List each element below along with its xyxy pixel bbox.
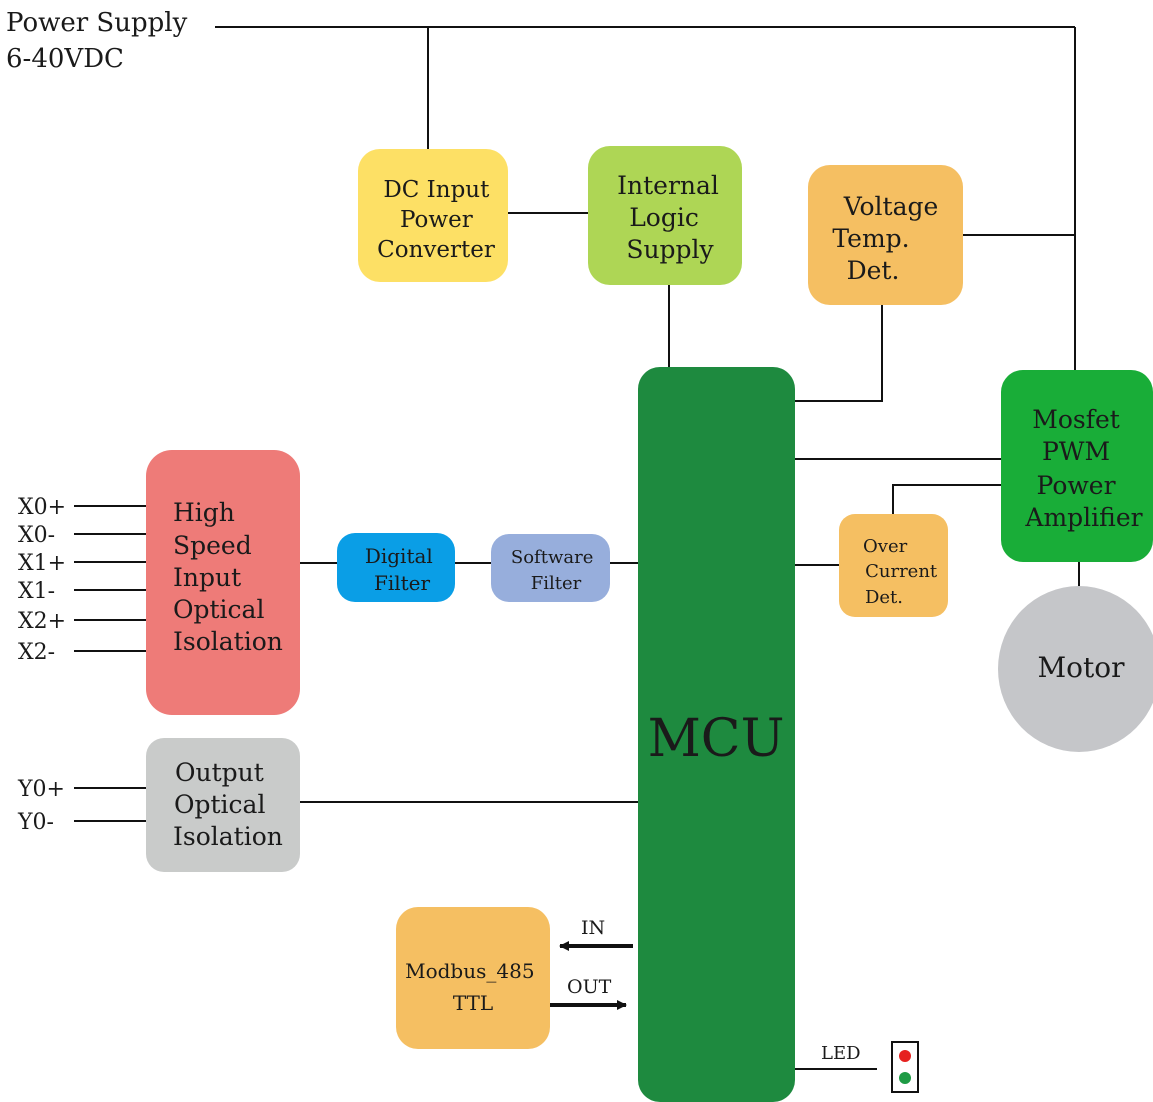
software-filter-label-1: Software: [511, 547, 593, 568]
voltage-temp-label-2: Temp.: [832, 224, 909, 253]
internal-logic-label-2: Logic: [629, 203, 699, 232]
input-pin-label: X0+: [18, 495, 66, 520]
high-speed-label-5: Isolation: [173, 627, 283, 656]
mosfet-label-2: PWM: [1042, 437, 1110, 466]
modbus-arrows: [549, 941, 633, 1010]
svg-text:Modbus_485 TTL: Modbus_485 TTL: [405, 959, 541, 1015]
voltage-temp-to-mcu-line: [795, 305, 883, 402]
internal-logic-label-1: Internal: [617, 171, 719, 200]
output-pin-label: Y0+: [17, 777, 65, 802]
svg-text:Output Optical Iso: Output Optical Isolation: [173, 758, 283, 851]
mosfet-to-over-current-line: [892, 484, 1001, 514]
over-current-label-2: Current: [865, 561, 938, 582]
svg-text:Over Current Det.: Over Current Det.: [863, 536, 943, 608]
input-pin-label: X2+: [18, 609, 66, 634]
led-indicator: LED: [821, 1041, 919, 1093]
input-pin-label: X1+: [18, 551, 66, 576]
output-isolation-box: [146, 738, 300, 872]
led-housing: [891, 1041, 919, 1093]
modbus-box: [396, 907, 550, 1049]
block-mosfet: Mosfet PWM Power Amplifier: [1001, 370, 1153, 562]
input-pin-labels: X0+ X0- X1+ X1- X2+ X2-: [18, 495, 66, 665]
connection-lines: [74, 26, 1080, 1070]
digital-filter-label-2: Filter: [374, 571, 431, 595]
dc-input-box: [358, 149, 508, 282]
block-software-filter: Software Filter: [491, 534, 610, 602]
high-speed-box: [146, 450, 300, 715]
mosfet-box: [1001, 370, 1153, 562]
digital-filter-label-1: Digital: [365, 544, 433, 568]
voltage-temp-label-3: Det.: [847, 256, 900, 285]
dc-input-label-2: Power: [400, 207, 473, 233]
dc-input-label-1: DC Input: [383, 177, 490, 203]
mcu-label: MCU: [648, 709, 785, 769]
internal-logic-box: [588, 146, 742, 285]
svg-text:Software Filter: Software Filter: [511, 547, 599, 594]
mosfet-label-4: Amplifier: [1024, 503, 1142, 532]
svg-text:High Speed Input: High Speed Input Optical Isolation: [173, 498, 283, 656]
svg-text:Digital Filter: Digital Filter: [365, 544, 439, 595]
led-red-light: [899, 1050, 911, 1062]
software-filter-label-2: Filter: [531, 573, 582, 594]
svg-text:DC Input Power Con: DC Input Power Converter: [377, 177, 497, 263]
block-over-current: Over Current Det.: [839, 514, 948, 617]
input-pin-label: X1-: [18, 579, 55, 604]
led-green-light: [899, 1072, 911, 1084]
svg-text:Mosfet PWM Power: Mosfet PWM Power Amplifier: [1024, 405, 1142, 532]
digital-filter-box: [337, 533, 455, 602]
voltage-temp-label-1: Voltage: [843, 192, 939, 221]
in-label: IN: [581, 917, 605, 939]
block-digital-filter: Digital Filter: [337, 533, 455, 602]
high-speed-label-1: High: [173, 498, 235, 527]
high-speed-label-2: Speed: [173, 531, 252, 560]
power-voltage-label: 6-40VDC: [6, 44, 124, 74]
block-voltage-temp: Voltage Temp. Det.: [808, 165, 963, 305]
block-high-speed: High Speed Input Optical Isolation: [146, 450, 300, 715]
internal-logic-label-3: Supply: [626, 235, 714, 264]
voltage-temp-box: [808, 165, 963, 305]
out-label: OUT: [567, 976, 612, 998]
block-mcu: MCU: [638, 367, 795, 1102]
output-pin-labels: Y0+ Y0-: [17, 777, 65, 835]
power-supply-label: Power Supply: [6, 8, 188, 38]
mcu-box: [638, 367, 795, 1102]
software-filter-box: [491, 534, 610, 602]
over-current-label-1: Over: [863, 536, 908, 557]
dc-input-label-3: Converter: [377, 237, 495, 263]
output-isolation-label-1: Output: [175, 758, 264, 787]
over-current-box: [839, 514, 948, 617]
input-pin-label: X0-: [18, 523, 55, 548]
mosfet-label-3: Power: [1037, 471, 1116, 500]
block-motor: Motor: [998, 586, 1153, 752]
high-speed-label-4: Optical: [173, 595, 264, 624]
output-isolation-label-2: Optical: [174, 790, 265, 819]
mosfet-label-1: Mosfet: [1032, 405, 1120, 434]
block-modbus: Modbus_485 TTL: [396, 907, 550, 1049]
motor-label: Motor: [1037, 651, 1125, 684]
motor-circle: [998, 586, 1153, 752]
block-internal-logic: Internal Logic Supply: [588, 146, 742, 285]
modbus-label-2: TTL: [453, 991, 493, 1015]
svg-text:Internal Logic Sup: Internal Logic Supply: [617, 171, 727, 264]
block-dc-input: DC Input Power Converter: [358, 149, 508, 282]
modbus-label-1: Modbus_485: [405, 959, 534, 983]
led-label: LED: [821, 1043, 861, 1064]
high-speed-label-3: Input: [173, 563, 241, 592]
output-isolation-label-3: Isolation: [173, 822, 283, 851]
output-pin-label: Y0-: [17, 810, 54, 835]
svg-text:Voltage Temp. Det.: Voltage Temp. Det.: [832, 192, 946, 285]
input-pin-label: X2-: [18, 640, 55, 665]
over-current-label-3: Det.: [865, 587, 903, 608]
block-output-isolation: Output Optical Isolation: [146, 738, 300, 872]
